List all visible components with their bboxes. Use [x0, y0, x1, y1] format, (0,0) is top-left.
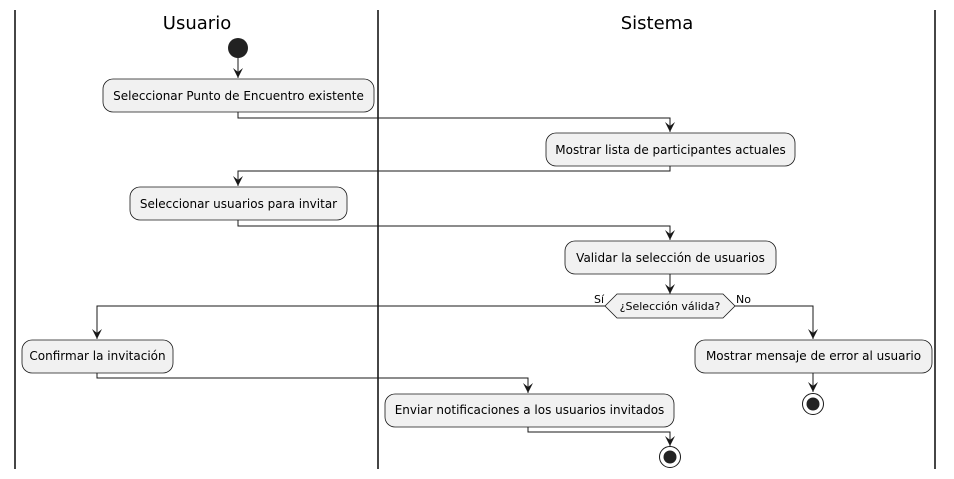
svg-text:Validar la selección de usuari: Validar la selección de usuarios	[576, 251, 765, 265]
svg-text:Mostrar mensaje de error al us: Mostrar mensaje de error al usuario	[706, 349, 921, 363]
svg-text:Seleccionar Punto de Encuentro: Seleccionar Punto de Encuentro existente	[113, 89, 364, 103]
svg-text:Confirmar la invitación: Confirmar la invitación	[29, 349, 165, 363]
edge-select-to-show-list	[237, 112, 675, 132]
decision-node: ¿Selección válida?	[604, 293, 736, 319]
activity-show-error: Mostrar mensaje de error al usuario	[694, 339, 933, 374]
lane-title-sistema: Sistema	[621, 13, 694, 34]
lane-title-usuario: Usuario	[163, 13, 231, 34]
flow-edges	[92, 58, 818, 446]
svg-text:Seleccionar usuarios para invi: Seleccionar usuarios para invitar	[140, 197, 337, 211]
activity-validate-selection: Validar la selección de usuarios	[564, 240, 777, 275]
decision-question: ¿Selección válida?	[620, 300, 721, 313]
decision-no-label: No	[736, 293, 751, 306]
edge-select-users-to-validate	[237, 220, 675, 240]
decision-yes-label: Sí	[594, 293, 605, 306]
edge-send-to-end	[527, 427, 675, 446]
svg-text:Enviar notificaciones a los us: Enviar notificaciones a los usuarios inv…	[395, 403, 665, 417]
edge-decision-yes	[92, 305, 605, 339]
start-node	[228, 38, 248, 58]
activity-confirm-invitation: Confirmar la invitación	[21, 339, 174, 374]
edge-show-list-to-select-users	[233, 166, 671, 186]
activity-select-users: Seleccionar usuarios para invitar	[129, 186, 348, 221]
stop-node-error	[802, 393, 824, 415]
activity-show-participants: Mostrar lista de participantes actuales	[545, 132, 796, 167]
svg-text:Mostrar lista de participantes: Mostrar lista de participantes actuales	[555, 143, 785, 157]
activity-send-notifications: Enviar notificaciones a los usuarios inv…	[384, 393, 675, 428]
activity-select-meeting-point: Seleccionar Punto de Encuentro existente	[102, 78, 375, 113]
end-node	[659, 446, 681, 468]
edge-decision-no	[735, 305, 818, 339]
edge-confirm-to-send	[96, 372, 533, 393]
